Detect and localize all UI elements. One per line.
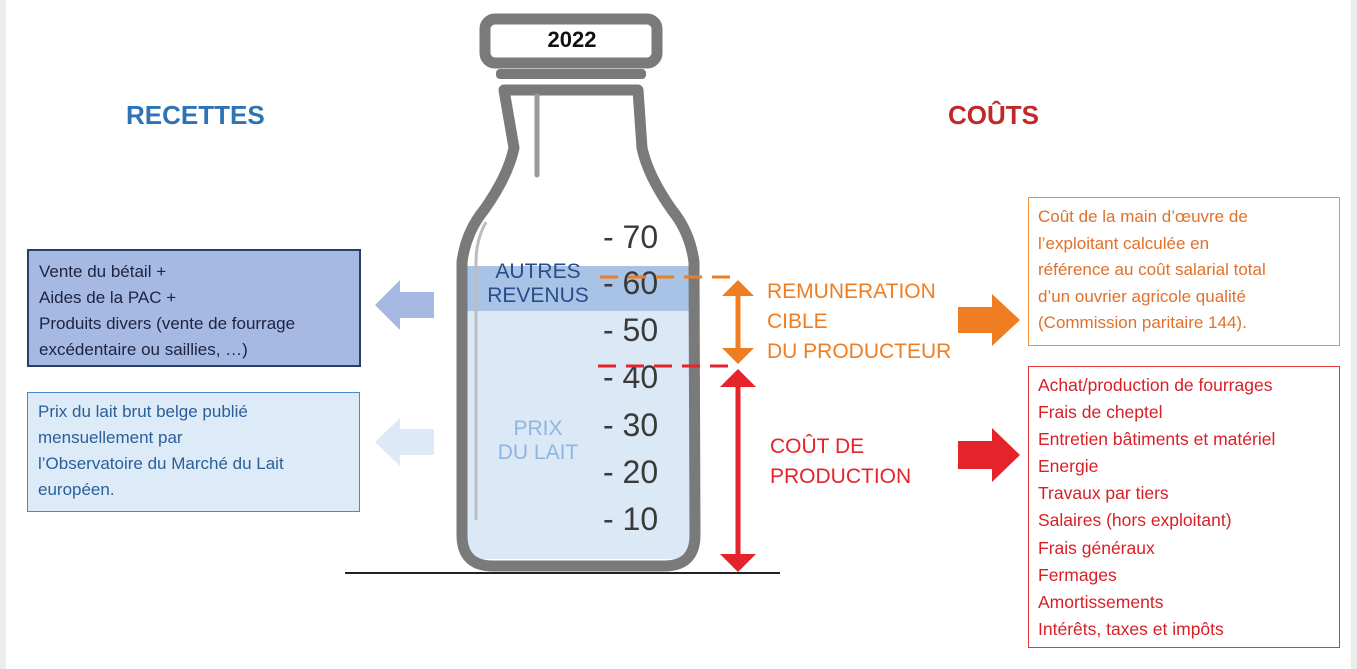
bottle-cap bbox=[479, 13, 663, 69]
scale-tick-50: - 50 bbox=[603, 312, 658, 348]
recettes-autres-line: excédentaire ou saillies, …) bbox=[39, 340, 248, 359]
cout-item: Intérêts, taxes et impôts bbox=[1038, 618, 1224, 639]
cout-production-label-line: PRODUCTION bbox=[770, 465, 912, 488]
remuneration-box-line: référence au coût salarial total bbox=[1038, 260, 1266, 279]
scale-tick-70: - 70 bbox=[603, 219, 658, 255]
autres-revenus-line-1: AUTRES bbox=[495, 260, 581, 283]
recettes-autres-box: Vente du bétail + Aides de la PAC + Prod… bbox=[27, 249, 361, 367]
remuneration-box-line: d’un ouvrier agricole qualité bbox=[1038, 286, 1246, 306]
remuneration-label: REMUNERATION CIBLE DU PRODUCTEUR bbox=[767, 277, 951, 367]
cout-production-label: COÛT DE PRODUCTION bbox=[770, 432, 911, 492]
prix-du-lait-line-2: DU LAIT bbox=[497, 441, 579, 464]
recettes-prix-line: Prix du lait brut belge publié bbox=[38, 402, 248, 421]
bottle-cap-ring bbox=[496, 69, 646, 79]
cout-item: Salaires (hors exploitant) bbox=[1038, 510, 1232, 531]
cout-item: Frais de cheptel bbox=[1038, 402, 1163, 423]
remuneration-box: Coût de la main d’œuvre de l’exploitant … bbox=[1028, 197, 1340, 346]
prix-du-lait-line-1: PRIX bbox=[513, 417, 563, 440]
heading-recettes: RECETTES bbox=[126, 100, 265, 130]
scale-tick-20: - 20 bbox=[603, 454, 658, 490]
frame-left-edge bbox=[0, 0, 6, 669]
frame-right-edge bbox=[1351, 0, 1357, 669]
cout-item: Frais généraux bbox=[1038, 537, 1155, 558]
right-arrow-cout bbox=[958, 428, 1020, 482]
bottle-outline bbox=[456, 84, 701, 572]
right-arrow-remuneration bbox=[958, 294, 1020, 346]
cout-item: Energie bbox=[1038, 456, 1099, 477]
scale-tick-10: - 10 bbox=[603, 501, 658, 537]
remuneration-arrow-up bbox=[722, 280, 754, 296]
cout-item: Achat/production de fourrages bbox=[1038, 375, 1273, 395]
scale-tick-30: - 30 bbox=[603, 407, 658, 443]
cout-item: Amortissements bbox=[1038, 591, 1164, 612]
cout-arrow-up bbox=[720, 369, 756, 387]
recettes-prix-line: mensuellement par bbox=[38, 428, 183, 447]
remuneration-box-line: l’exploitant calculée en bbox=[1038, 233, 1210, 253]
remuneration-label-line: CIBLE bbox=[767, 310, 828, 333]
recettes-autres-line: Aides de la PAC + bbox=[39, 288, 177, 307]
remuneration-label-line: REMUNERATION bbox=[767, 280, 936, 303]
cout-production-label-line: COÛT DE bbox=[770, 435, 865, 458]
scale-tick-60: - 60 bbox=[603, 265, 658, 301]
bottle-highlight-left-lower bbox=[474, 221, 488, 520]
remuneration-label-line: DU PRODUCTEUR bbox=[767, 340, 952, 363]
autres-revenus-line-2: REVENUS bbox=[487, 284, 589, 307]
cout-item: Travaux par tiers bbox=[1038, 483, 1169, 504]
cout-item: Entretien bâtiments et matériel bbox=[1038, 429, 1276, 450]
bottle-year-label: 2022 bbox=[547, 27, 597, 52]
remuneration-arrow-down bbox=[722, 348, 754, 364]
recettes-prix-line: l’Observatoire du Marché du Lait bbox=[38, 454, 284, 473]
cout-production-box: Achat/production de fourrages Frais de c… bbox=[1028, 366, 1340, 648]
recettes-prix-line: européen. bbox=[38, 480, 115, 499]
cout-item: Fermages bbox=[1038, 564, 1117, 585]
left-arrow-prix bbox=[375, 418, 434, 466]
recettes-autres-line: Vente du bétail + bbox=[39, 262, 167, 281]
remuneration-box-line: (Commission paritaire 144). bbox=[1038, 313, 1247, 332]
recettes-prix-box: Prix du lait brut belge publié mensuelle… bbox=[27, 392, 360, 512]
prix-du-lait-label: PRIX DU LAIT bbox=[482, 417, 594, 465]
cout-arrow-down bbox=[720, 554, 756, 572]
left-arrow-betail bbox=[375, 280, 434, 330]
autres-revenus-band bbox=[462, 266, 695, 311]
milk-fill bbox=[462, 266, 695, 559]
autres-revenus-label: AUTRES REVENUS bbox=[482, 260, 594, 308]
heading-couts: COÛTS bbox=[948, 100, 1039, 130]
recettes-autres-line: Produits divers (vente de fourrage bbox=[39, 314, 296, 333]
scale-tick-40: - 40 bbox=[603, 359, 658, 395]
remuneration-box-line: Coût de la main d’œuvre de bbox=[1038, 207, 1248, 226]
